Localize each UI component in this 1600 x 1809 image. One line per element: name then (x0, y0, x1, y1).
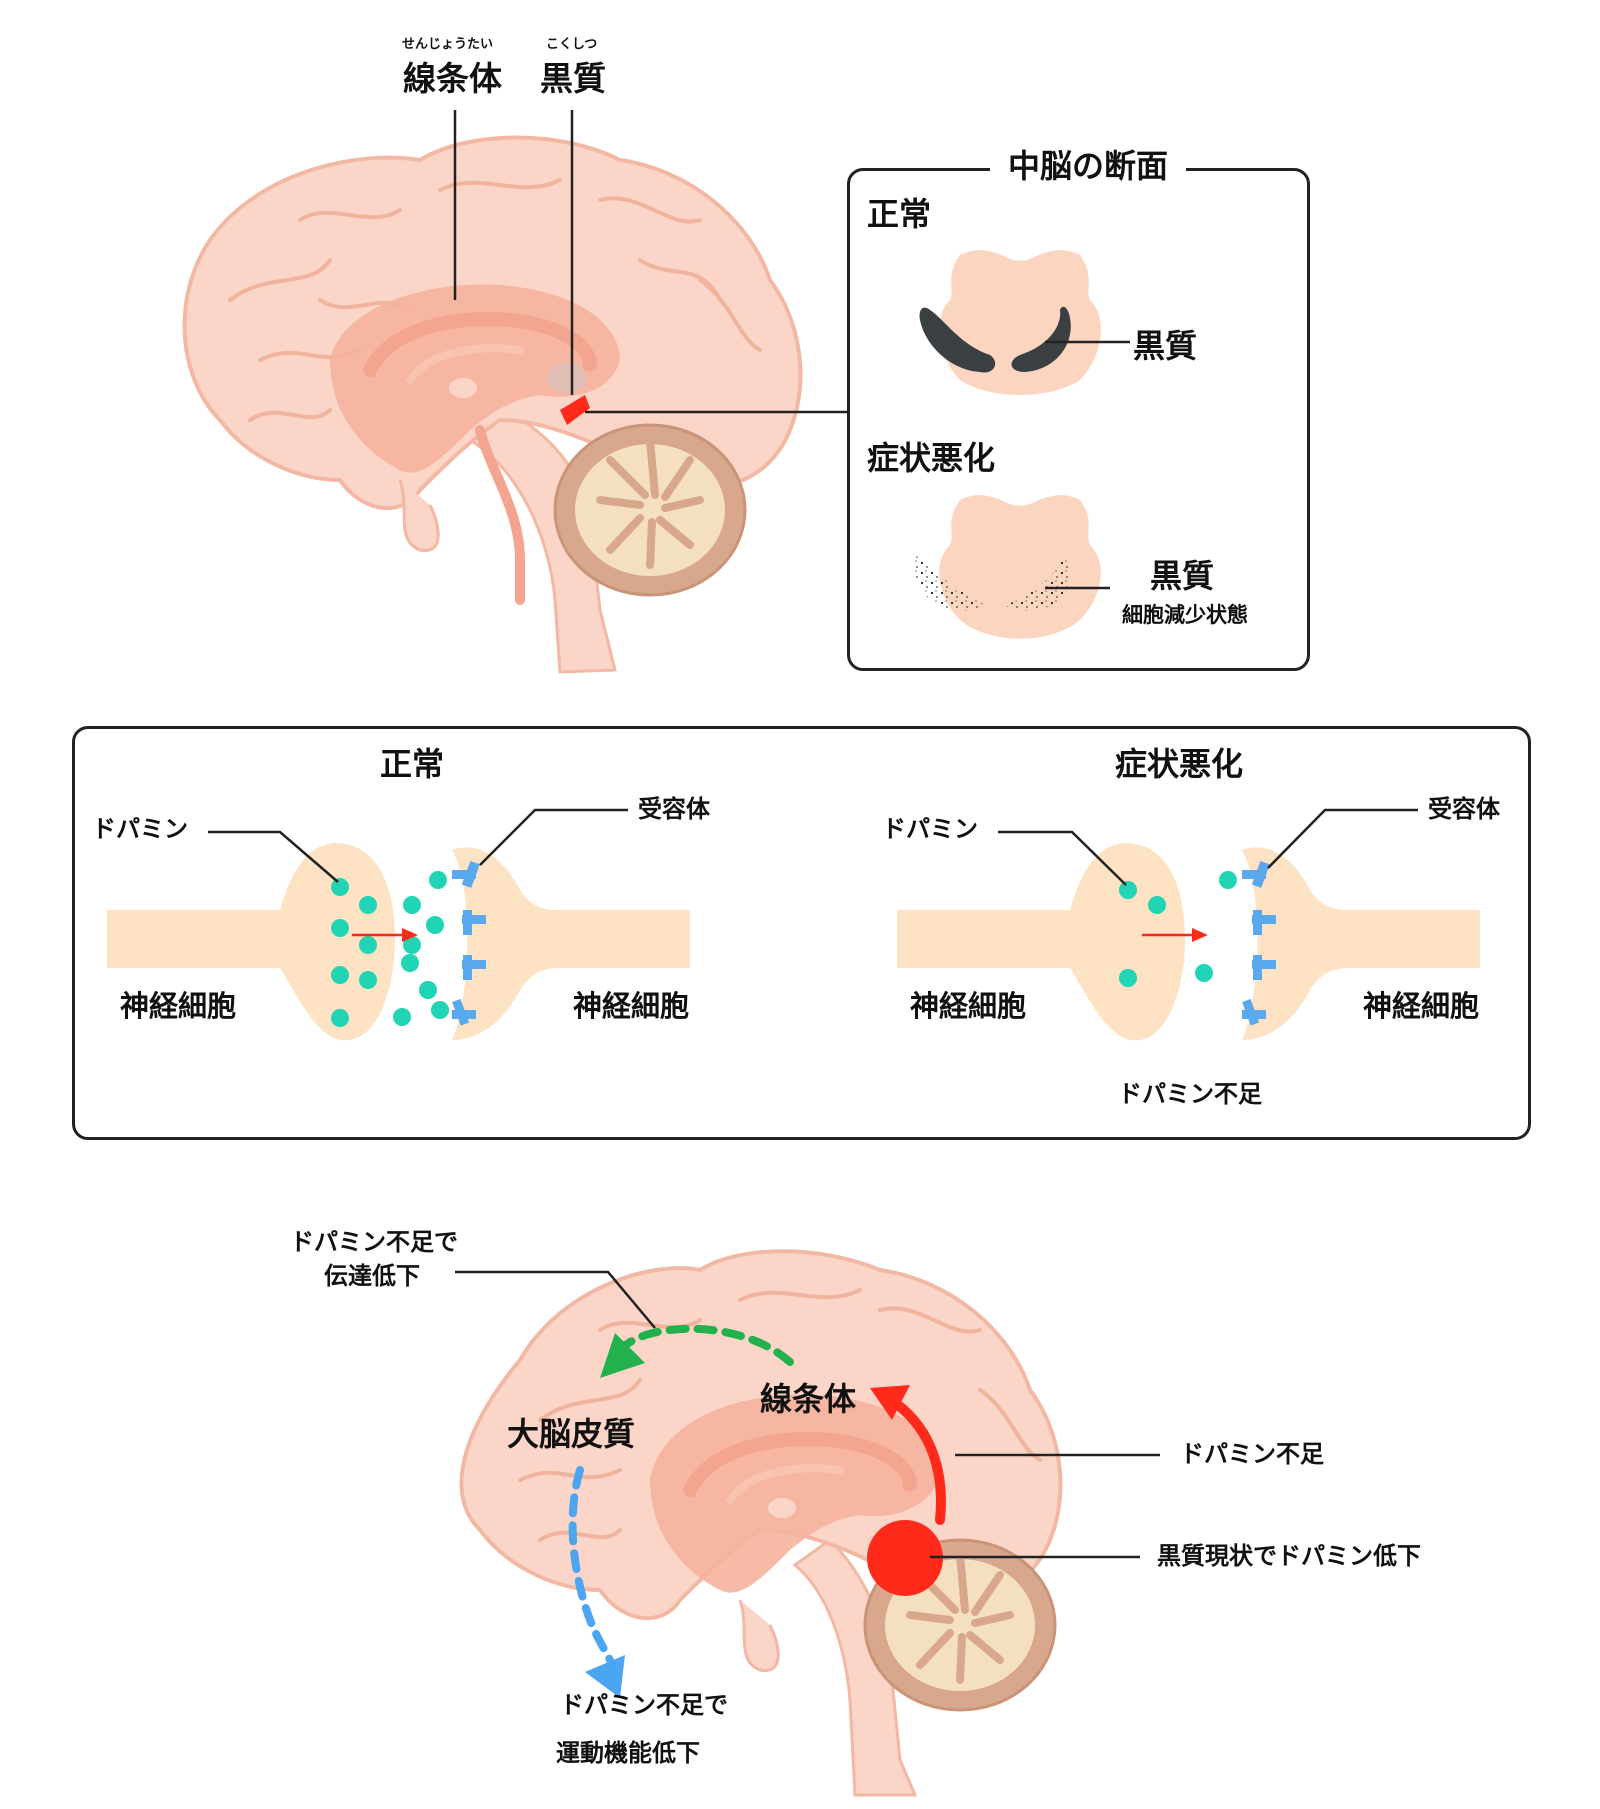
bottom-brainstem (792, 1538, 918, 1797)
bottom-brain-illustration (459, 1249, 1063, 1797)
normal-nigra-left (919, 307, 996, 373)
midbrain-normal-section (919, 250, 1130, 395)
pathway-shortage-label: ドパミン不足 (1180, 1440, 1324, 1468)
midbrain-panel-frame (847, 168, 1310, 671)
worsened-postsynaptic-terminal (1242, 847, 1480, 1040)
normal-dopamine-leader (208, 830, 339, 883)
synapse-dopamine-shortage-label: ドパミン不足 (1118, 1080, 1262, 1108)
worsened-left-axon (897, 910, 1097, 968)
striatum-label: 線条体 (403, 59, 502, 98)
midbrain-worsened-section (913, 495, 1110, 639)
worsened-receptor-leader (1267, 808, 1418, 869)
worsened-nigra-left (913, 555, 985, 612)
substantia-nigra-dot (867, 1520, 943, 1596)
worsened-presynaptic-terminal (1070, 843, 1185, 1041)
normal-nigra-right (1011, 306, 1071, 372)
synapse-worsened (897, 808, 1480, 1041)
synapse-worsened-heading: 症状悪化 (1115, 745, 1244, 783)
substantia-nigra-label: 黒質 (540, 59, 606, 98)
synapse-worsened-right-neuron: 神経細胞 (1363, 989, 1480, 1023)
normal-postsynaptic-terminal (452, 847, 690, 1040)
motor-label-line2: 運動機能低下 (556, 1739, 700, 1767)
midbrain-panel-title: 中脳の断面 (990, 150, 1187, 182)
synapse-normal-right-neuron: 神経細胞 (573, 989, 690, 1023)
dopamine-red-arrow (893, 1400, 946, 1525)
synapse-worsened-receptor-label: 受容体 (1428, 795, 1500, 823)
synapse-normal-left-neuron: 神経細胞 (120, 989, 237, 1023)
synapse-normal-receptor-label: 受容体 (638, 795, 710, 823)
top-nigra-marker (560, 395, 590, 425)
midbrain-worsened-nigra-label: 黒質 (1150, 557, 1215, 595)
motor-arrowhead (585, 1655, 625, 1698)
synapse-worsened-left-neuron: 神経細胞 (910, 989, 1027, 1023)
transmission-arrowhead (600, 1333, 645, 1378)
worsened-nigra-right (1005, 555, 1070, 612)
transmission-label-line2: 伝達低下 (324, 1262, 420, 1290)
midbrain-normal-heading: 正常 (867, 195, 932, 233)
top-brain-illustration (182, 135, 803, 674)
dopamine-red-arrowhead (870, 1385, 910, 1420)
cerebral-cortex-label: 大脳皮質 (507, 1415, 636, 1453)
transmission-arrow-dashed (616, 1324, 794, 1366)
normal-left-axon (107, 910, 307, 968)
pathway-striatum-label: 線条体 (760, 1380, 857, 1418)
pathway-nigra-label: 黒質現状でドパミン低下 (1157, 1542, 1421, 1570)
top-brainstem (467, 403, 617, 674)
midbrain-worsened-heading: 症状悪化 (867, 439, 996, 477)
transmission-leader (455, 1270, 656, 1329)
normal-presynaptic-terminal (280, 843, 395, 1041)
midbrain-worsened-sublabel: 細胞減少状態 (1122, 603, 1248, 627)
normal-receptor-leader (479, 808, 628, 866)
worsened-dopamine-leader (998, 830, 1127, 886)
striatum-ruby: せんじょうたい (402, 37, 494, 52)
synapse-normal-heading: 正常 (380, 745, 445, 783)
motor-arrow-dashed (568, 1466, 614, 1664)
synapse-normal (107, 808, 690, 1041)
synapse-worsened-dopamine-label: ドパミン (882, 815, 978, 843)
transmission-label-line1: ドパミン不足で (290, 1228, 458, 1256)
midbrain-normal-nigra-label: 黒質 (1133, 327, 1198, 365)
synapse-normal-dopamine-label: ドパミン (92, 815, 188, 843)
motor-label-line1: ドパミン不足で (560, 1691, 728, 1719)
substantia-nigra-ruby: こくしつ (546, 37, 598, 52)
synapse-panel-frame (72, 726, 1531, 1140)
